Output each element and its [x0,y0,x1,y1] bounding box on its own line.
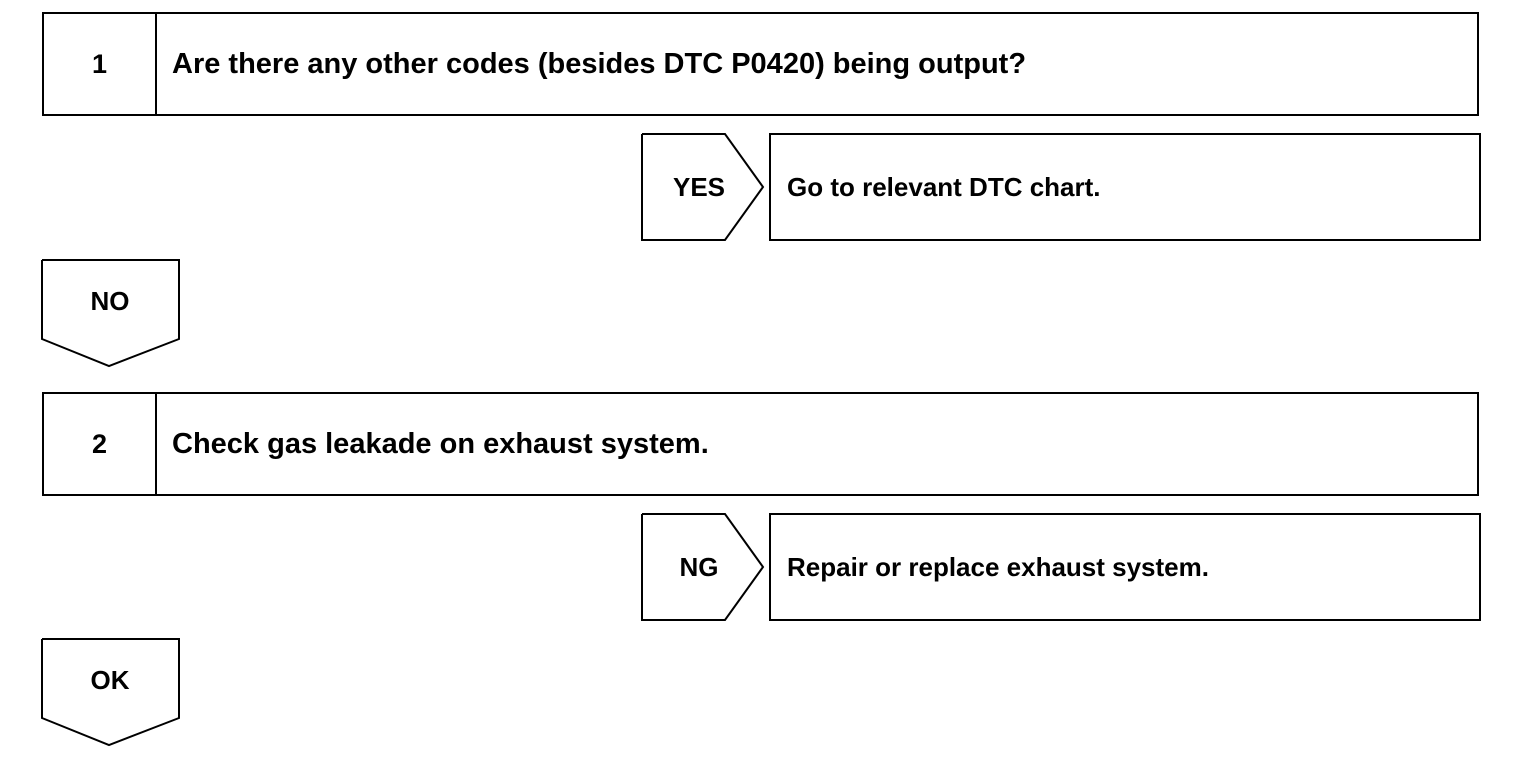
step-2-number: 2 [44,394,157,494]
ng-arrow-icon [641,513,765,621]
step-2-question: Check gas leakade on exhaust system. [172,427,709,460]
step-1-action-box: Go to relevant DTC chart. [769,133,1481,241]
no-down-arrow-icon [41,259,180,368]
step-1-branch-label: YES [672,171,726,202]
step-2-action-box: Repair or replace exhaust system. [769,513,1481,621]
step-2-continue-label: OK [90,664,130,695]
yes-arrow-icon [641,133,765,241]
step-1-action-text: Go to relevant DTC chart. [787,171,1101,202]
step-1-box: 1 Are there any other codes (besides DTC… [42,12,1479,116]
step-1-question: Are there any other codes (besides DTC P… [172,47,1027,80]
step-1-continue-label: NO [90,285,130,316]
step-1-number: 1 [44,14,157,114]
step-2-action-text: Repair or replace exhaust system. [787,551,1209,582]
step-2-branch-label: NG [679,551,719,582]
ok-down-arrow-icon [41,638,180,747]
step-2-box: 2 Check gas leakade on exhaust system. [42,392,1479,496]
